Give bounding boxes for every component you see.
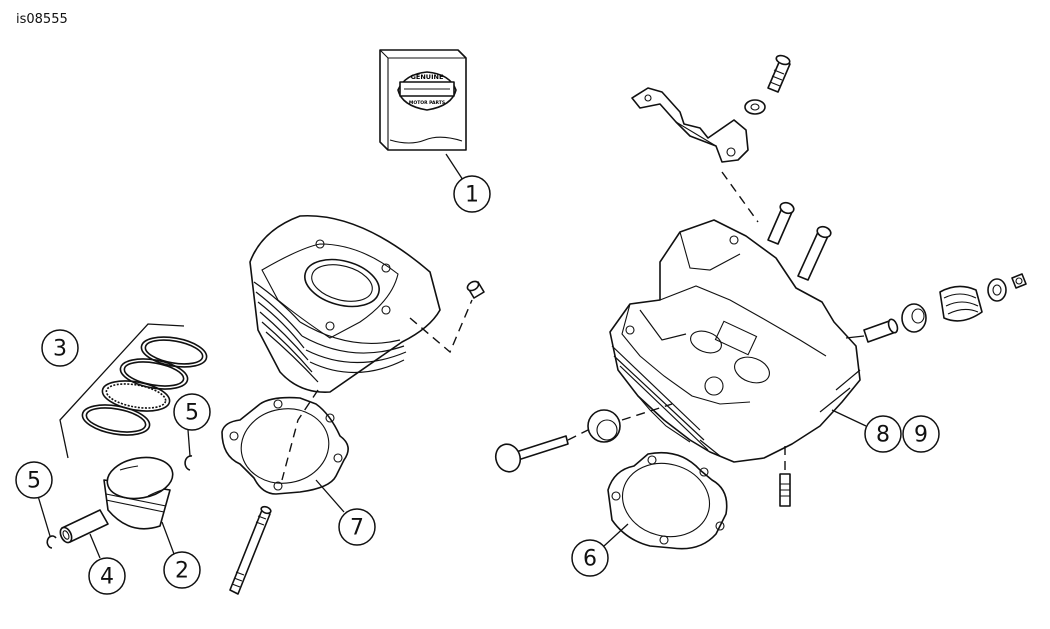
valve-guide [863, 318, 899, 343]
callout-5-right: 5 [173, 393, 211, 431]
valve-seal [901, 303, 927, 333]
piston-pin [59, 509, 109, 544]
callout-4: 4 [88, 557, 126, 595]
svg-text:3: 3 [53, 337, 67, 362]
cylinder-base-gasket [221, 396, 349, 495]
bracket-bolt [767, 54, 791, 93]
spring-retainer [987, 278, 1007, 302]
callout-9: 9 [902, 415, 940, 453]
genuine-parts-logo: GENUINE MOTOR PARTS [397, 71, 457, 111]
bracket-washer [744, 99, 766, 115]
svg-text:8: 8 [876, 423, 890, 448]
head-alignment-pin-1 [767, 201, 795, 245]
callout-5-left: 5 [15, 461, 53, 499]
svg-text:2: 2 [175, 559, 189, 584]
svg-text:7: 7 [350, 516, 364, 541]
svg-text:5: 5 [185, 401, 199, 426]
logo-motor-parts-text: MOTOR PARTS [409, 100, 445, 106]
gasket-kit-box: GENUINE MOTOR PARTS [379, 49, 467, 151]
cylinder-head [609, 219, 861, 463]
svg-text:4: 4 [100, 565, 114, 590]
callout-3: 3 [41, 329, 79, 367]
svg-text:6: 6 [583, 547, 597, 572]
pin-circlip-left [46, 535, 57, 549]
cylinder-stud [229, 505, 272, 595]
svg-text:1: 1 [465, 183, 479, 208]
valve-keepers [1011, 273, 1027, 289]
svg-text:9: 9 [914, 423, 928, 448]
logo-genuine-text: GENUINE [411, 73, 444, 81]
pin-circlip-right [184, 455, 193, 471]
head-dowel [779, 473, 791, 507]
piston [103, 456, 174, 530]
cylinder-head-gasket [607, 451, 728, 550]
figure-id-label: is08555 [16, 12, 68, 27]
callout-7: 7 [338, 508, 376, 546]
svg-text:5: 5 [27, 469, 41, 494]
dowel-pin [466, 280, 485, 299]
head-alignment-pin-2 [797, 225, 832, 281]
valve-seat-insert [587, 409, 621, 443]
callout-1: 1 [453, 175, 491, 213]
cylinder [249, 214, 441, 393]
valve-spring [939, 285, 983, 322]
callout-6: 6 [571, 539, 609, 577]
callout-2: 2 [163, 551, 201, 589]
valve [494, 435, 569, 473]
callout-8: 8 [864, 415, 902, 453]
head-bracket [631, 87, 749, 163]
piston-rings [59, 323, 208, 459]
